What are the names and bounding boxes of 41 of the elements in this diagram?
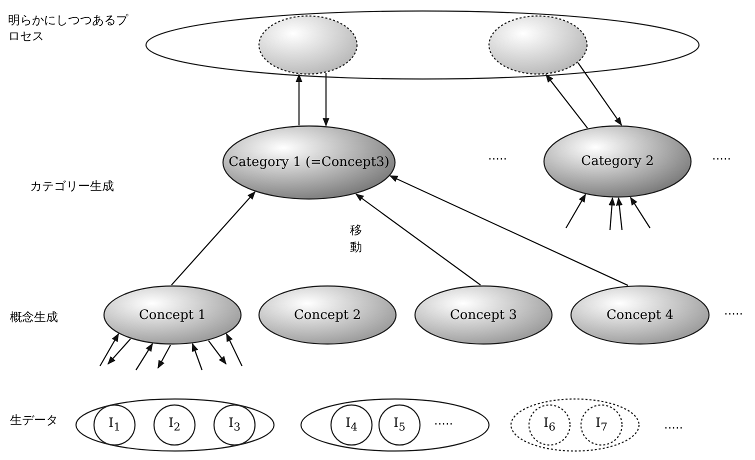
item-label: I$_{5}$ bbox=[393, 414, 406, 436]
arrow bbox=[389, 175, 628, 286]
arrow bbox=[107, 338, 131, 365]
item-label: I$_{7}$ bbox=[595, 414, 608, 436]
concept-label: Concept 1 bbox=[138, 306, 206, 324]
row-label: カテゴリー生成 bbox=[30, 178, 114, 194]
concept-label: Concept 3 bbox=[450, 306, 518, 324]
ellipsis-text: ····· bbox=[488, 151, 508, 167]
arrow bbox=[136, 343, 153, 370]
arrow bbox=[296, 74, 302, 126]
concept-label: Concept 2 bbox=[294, 306, 362, 324]
arrow bbox=[355, 194, 481, 286]
arrow bbox=[157, 344, 172, 369]
arrow bbox=[99, 333, 120, 366]
item-label: I$_{6}$ bbox=[543, 414, 556, 436]
arrow bbox=[226, 333, 243, 366]
ellipsis-text: ····· bbox=[664, 420, 684, 436]
arrow bbox=[608, 197, 616, 230]
concept-label: Concept 4 bbox=[606, 306, 674, 324]
arrow bbox=[565, 194, 586, 228]
arrow bbox=[171, 191, 256, 286]
arrow bbox=[630, 196, 650, 228]
row-label: 概念生成 bbox=[10, 309, 58, 325]
item-label: I$_{1}$ bbox=[108, 414, 121, 436]
edge-label: 移動 bbox=[350, 222, 363, 256]
row-label: 明らかにしつつあるプロセス bbox=[8, 12, 128, 44]
arrow bbox=[208, 340, 226, 365]
category-label: Category 2 bbox=[581, 153, 654, 170]
arrow bbox=[578, 62, 622, 126]
arrow bbox=[192, 342, 203, 370]
item-label: I$_{3}$ bbox=[228, 414, 241, 436]
row-label: 生データ bbox=[10, 412, 58, 428]
category-label: Category 1 (=Concept3) bbox=[228, 154, 390, 171]
item-label: I$_{2}$ bbox=[168, 414, 181, 436]
ellipsis-text: ····· bbox=[712, 151, 732, 167]
arrow bbox=[322, 72, 330, 127]
arrow bbox=[616, 197, 623, 230]
item-label: I$_{4}$ bbox=[345, 414, 358, 436]
arrow bbox=[545, 74, 588, 128]
ellipsis-text: ····· bbox=[724, 306, 744, 322]
ellipsis-text: ····· bbox=[434, 416, 454, 432]
